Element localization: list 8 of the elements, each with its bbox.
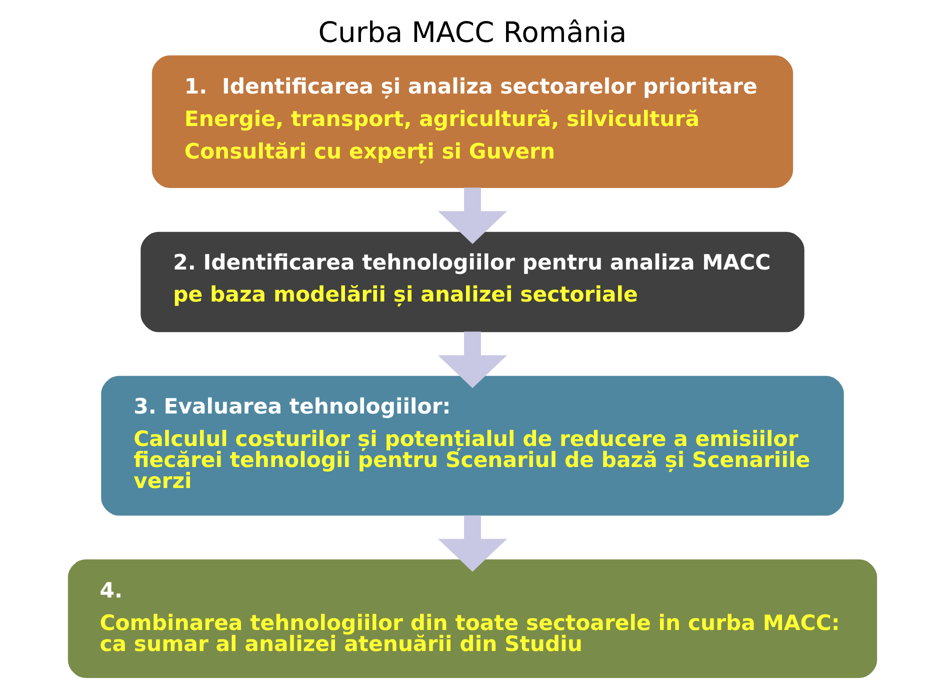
arrow <box>437 332 507 388</box>
node-box: 3. Evaluarea tehnologiilor: Calculul costurilor și potențialul de reducere a emisiilor fiecărei tehnologii pentru Scenariul de bază și Scenariile verzi <box>100 376 844 516</box>
arrow <box>437 188 507 244</box>
arrow <box>437 515 507 572</box>
node-box: 1. Identificarea și analiza sectoarelor prioritare Energie, transport, agricultură, silvicultură Consultări cu experți si Guvern <box>151 55 793 188</box>
diagram-title: Curba MACC România <box>318 16 626 49</box>
node-box: 2. Identificarea tehnologiilor pentru analiza MACC pe baza modelării și analizei sectoriale <box>140 232 804 332</box>
node-box: 4. Combinarea tehnologiilor din toate sectoarele in curba MACC: ca sumar al analizei atenuării din Studiu <box>67 559 877 678</box>
